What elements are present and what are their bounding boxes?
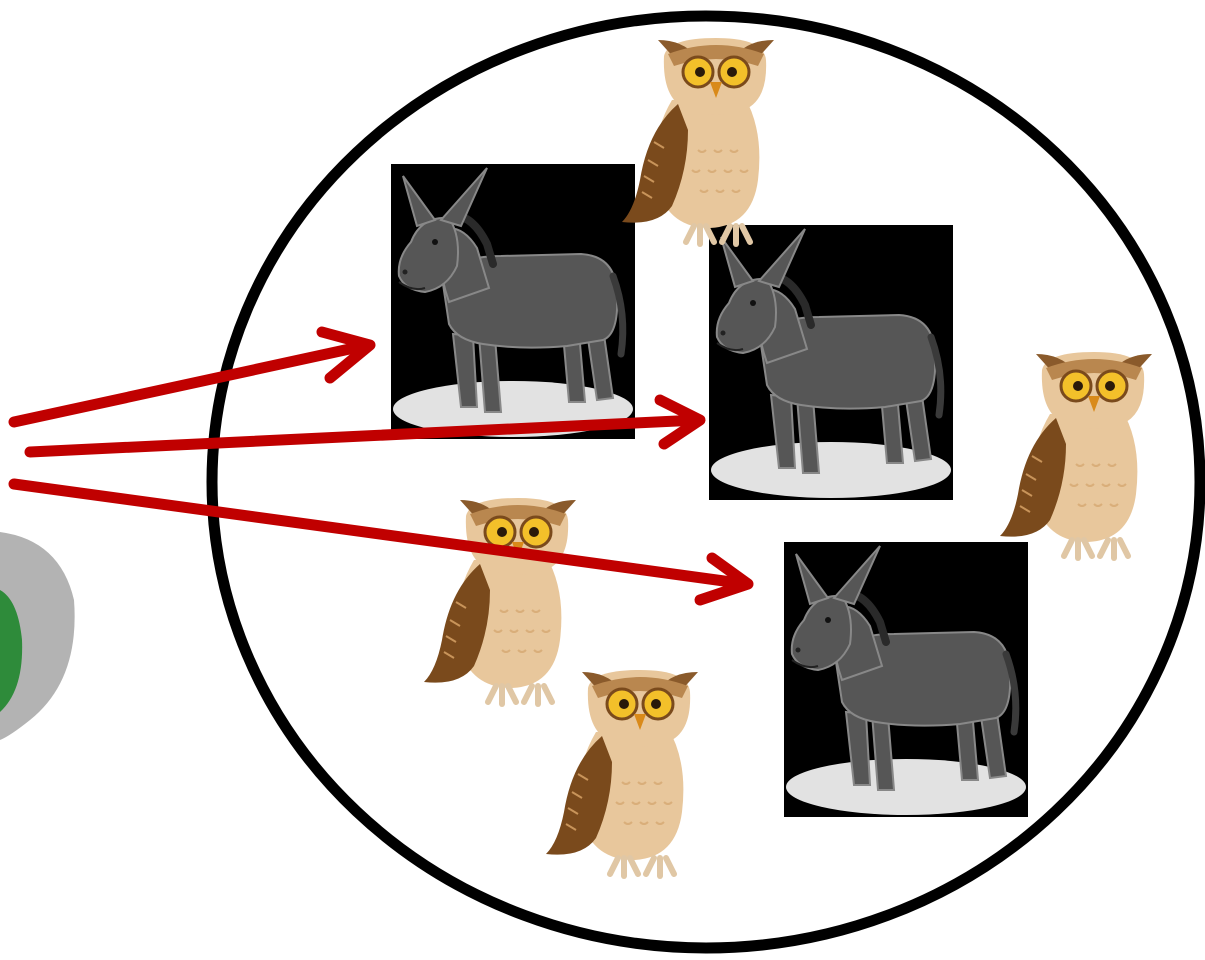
arrow-to-donkey-1 [8,339,374,428]
donkey-3 [784,542,1028,817]
source-shape-icon [0,532,75,740]
donkey-1 [391,164,635,439]
donkey-2 [709,225,953,500]
arrows [8,326,754,606]
arrow-to-donkey-2 [24,414,704,458]
arrow-to-donkey-3 [8,478,752,590]
